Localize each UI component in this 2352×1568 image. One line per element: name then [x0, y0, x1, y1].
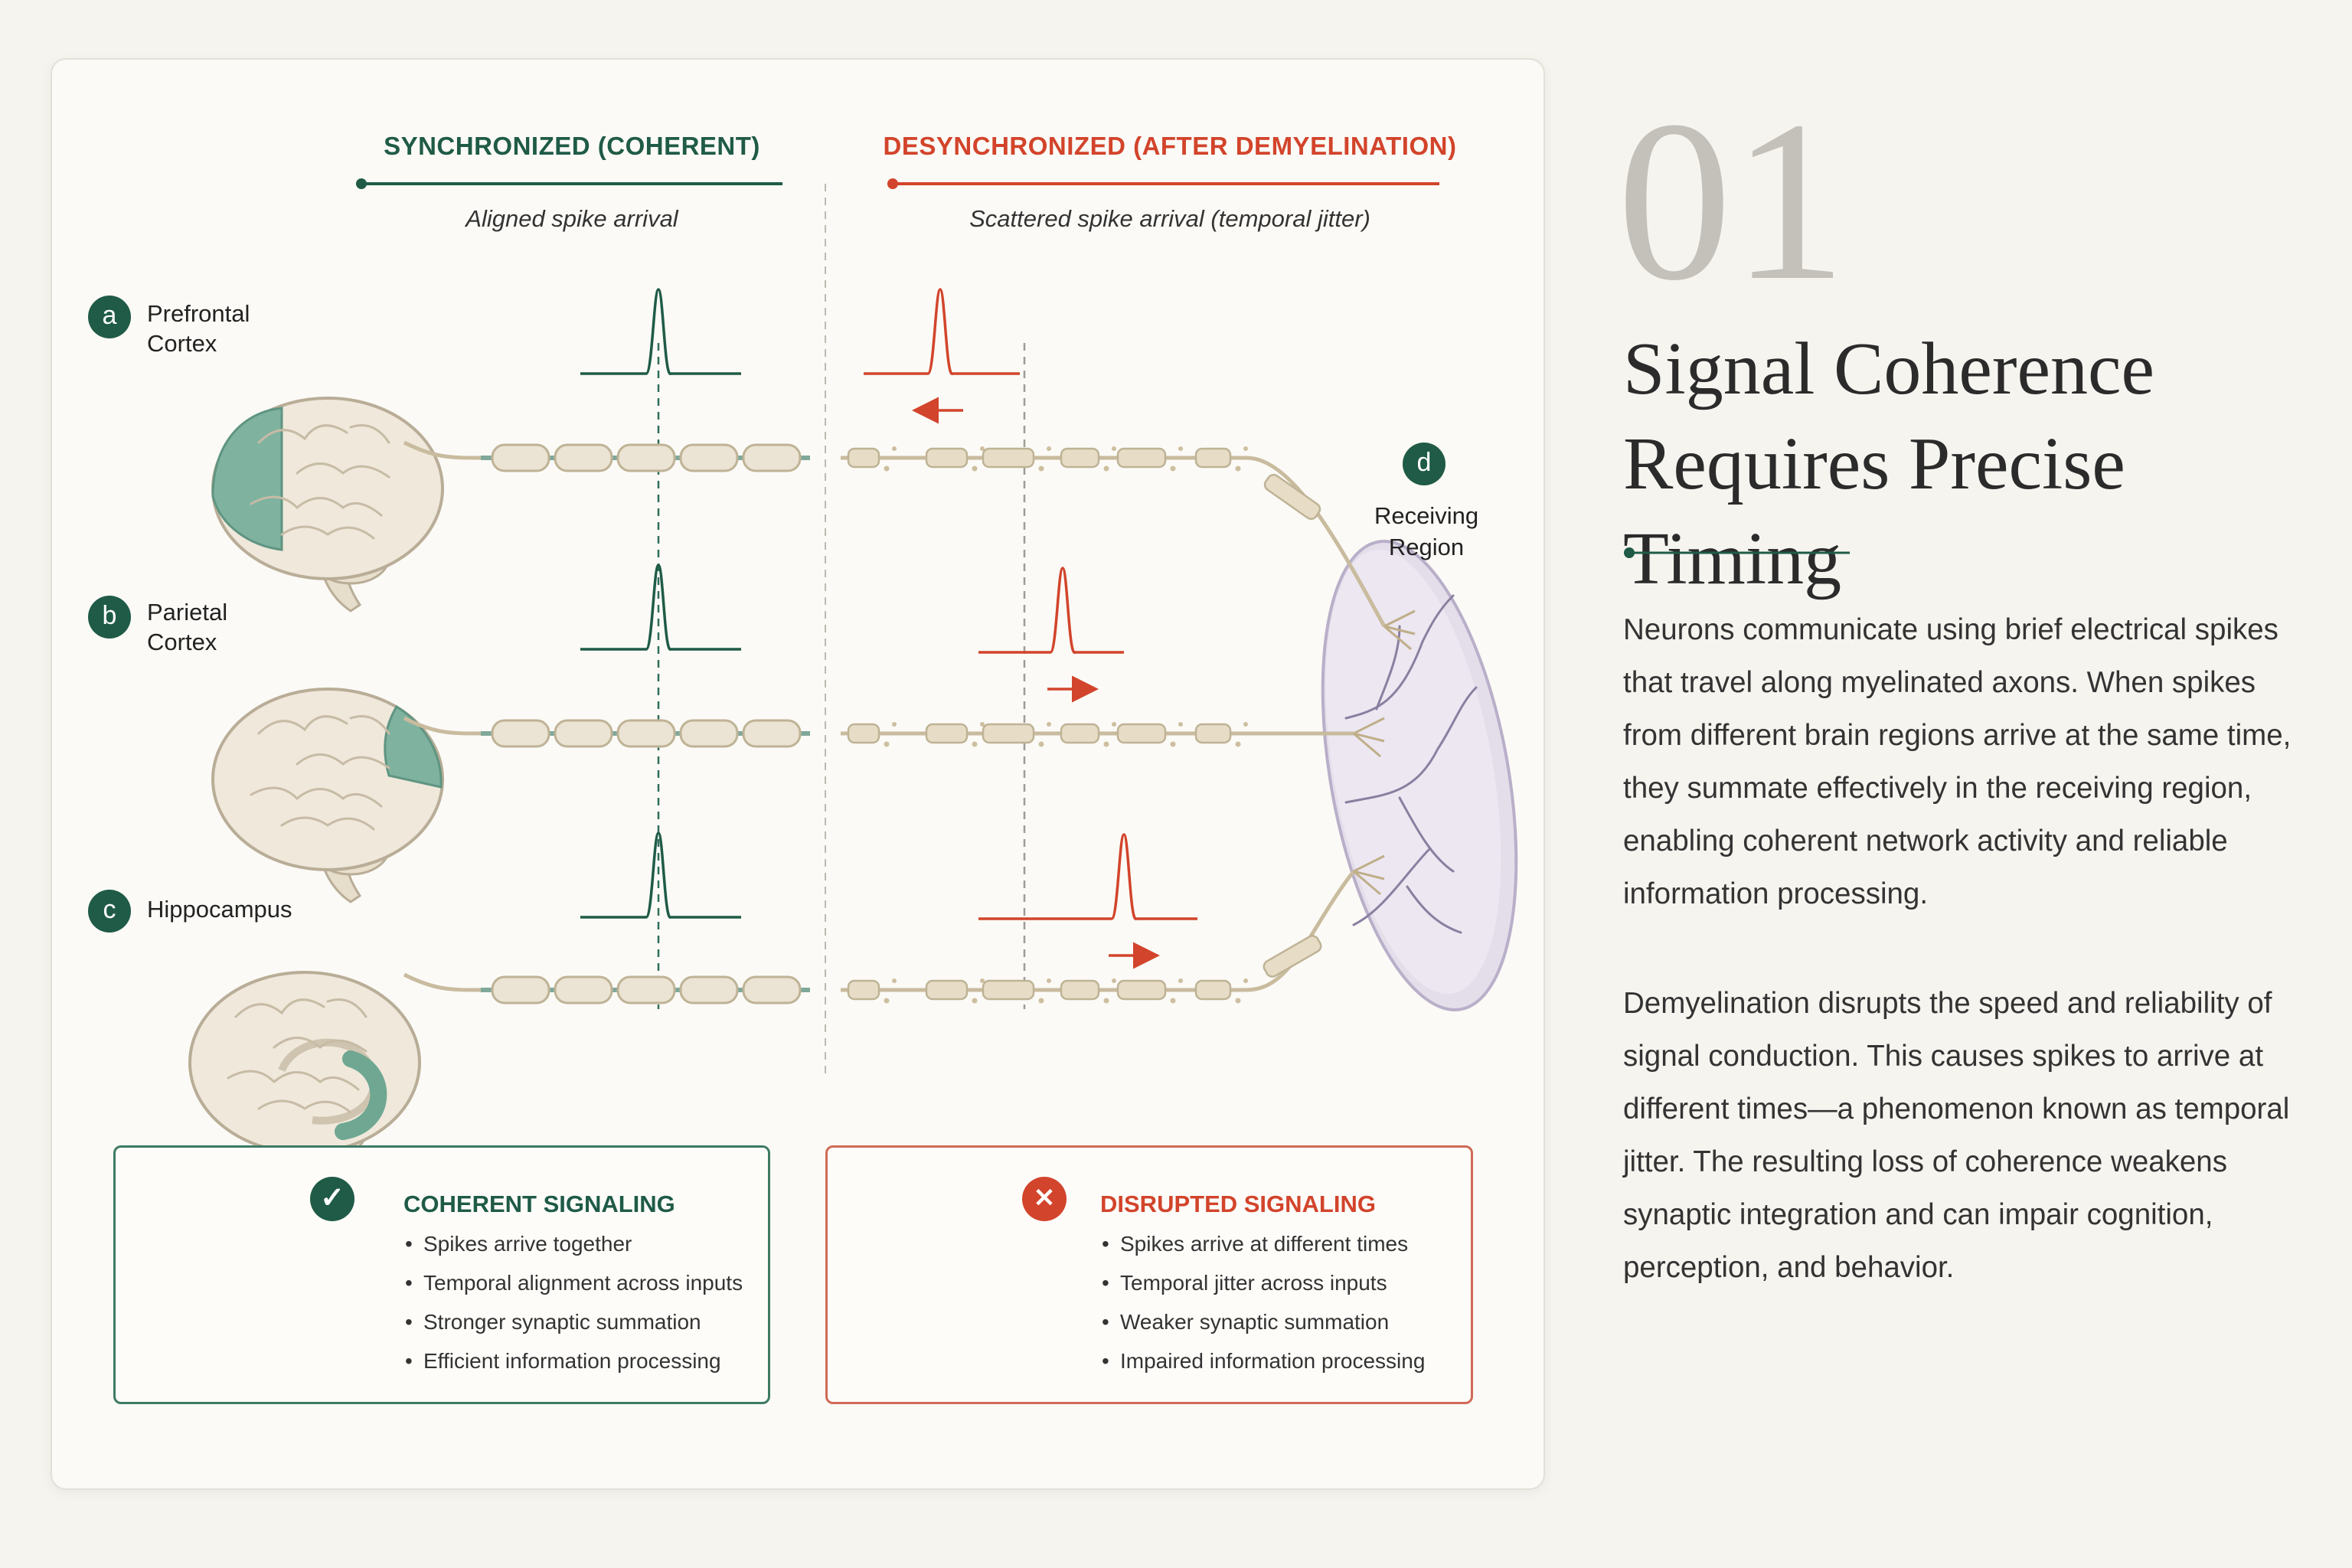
list-item: Weaker synaptic summation — [1102, 1302, 1425, 1341]
axon-pair — [403, 854, 1385, 1004]
badge-parietal: b — [88, 596, 131, 639]
disrupted-signaling-panel: ✕ DISRUPTED SIGNALING Spikes arrive at d… — [825, 1145, 1473, 1404]
coherent-panel-title: COHERENT SIGNALING — [403, 1191, 675, 1217]
brain-hippocampus-highlight-icon — [188, 971, 421, 1187]
brain-prefrontal-highlight-icon — [211, 397, 444, 612]
label-prefrontal-line1: Prefrontal — [147, 300, 250, 327]
label-parietal-line2: Cortex — [147, 629, 217, 655]
intro-paragraph: Neurons communicate using brief electric… — [1623, 613, 2292, 910]
desync-heading: DESYNCHRONIZED (AFTER DEMYELINATION) — [883, 132, 1457, 160]
spike-traces — [580, 288, 1197, 969]
desync-header-rule — [887, 178, 1439, 189]
label-prefrontal-line2: Cortex — [147, 330, 217, 357]
list-item: Efficient information processing — [405, 1341, 743, 1380]
demyelination-paragraph: Demyelination disrupts the speed and rel… — [1623, 987, 2290, 1284]
desync-subtitle: Scattered spike arrival (temporal jitter… — [969, 205, 1370, 232]
label-receiving-line2: Region — [1388, 534, 1465, 560]
label-parietal-line1: Parietal — [147, 599, 228, 626]
section-title-line2: Requires Precise Timing — [1623, 423, 2125, 600]
badge-receiving: d — [1403, 443, 1446, 485]
label-hippocampus: Hippocampus — [147, 894, 292, 924]
sync-spike-trace — [580, 831, 741, 919]
desync-spike-trace — [864, 288, 1020, 375]
badge-prefrontal: a — [88, 296, 131, 338]
label-receiving-line1: Receiving — [1374, 502, 1479, 529]
neural-timing-diagram — [136, 178, 1518, 1362]
disrupted-panel-title: DISRUPTED SIGNALING — [1100, 1191, 1376, 1217]
list-item: Temporal jitter across inputs — [1102, 1263, 1425, 1302]
brain-parietal-highlight-icon — [211, 688, 444, 903]
section-number: 01 — [1617, 74, 1847, 328]
label-hippocampus-line1: Hippocampus — [147, 896, 292, 923]
list-item: Spikes arrive together — [405, 1224, 743, 1263]
axon-pair — [403, 440, 1416, 651]
diagram-card: SYNCHRONIZED (COHERENT) Aligned spike ar… — [51, 58, 1545, 1490]
label-prefrontal: Prefrontal Cortex — [147, 299, 250, 358]
section-title: Signal Coherence Requires Precise Timing — [1623, 322, 2335, 606]
desync-spike-trace — [978, 567, 1124, 654]
check-icon: ✓ — [310, 1177, 354, 1221]
axon-illustrations — [403, 440, 1416, 1004]
sync-spike-trace — [580, 288, 741, 375]
label-receiving: Receiving Region — [1354, 500, 1499, 563]
coherent-signaling-panel: ✓ COHERENT SIGNALING Spikes arrive toget… — [113, 1145, 770, 1404]
sync-subtitle: Aligned spike arrival — [466, 205, 678, 232]
brain-illustrations — [188, 397, 444, 1187]
coherent-panel-list: Spikes arrive together Temporal alignmen… — [403, 1224, 743, 1380]
badge-hippocampus: c — [88, 890, 131, 933]
receiving-region — [1321, 540, 1518, 1011]
section-title-line1: Signal Coherence — [1623, 328, 2154, 410]
list-item: Spikes arrive at different times — [1102, 1224, 1425, 1263]
list-item: Temporal alignment across inputs — [405, 1263, 743, 1302]
disrupted-panel-list: Spikes arrive at different times Tempora… — [1100, 1224, 1425, 1380]
title-underline — [1624, 547, 1850, 558]
desync-spike-trace — [978, 833, 1197, 920]
axon-pair — [403, 716, 1385, 758]
sync-header-rule — [356, 178, 782, 189]
label-parietal: Parietal Cortex — [147, 597, 227, 657]
sync-heading: SYNCHRONIZED (COHERENT) — [384, 132, 760, 160]
list-item: Stronger synaptic summation — [405, 1302, 743, 1341]
sync-spike-trace — [580, 564, 741, 651]
list-item: Impaired information processing — [1102, 1341, 1425, 1380]
x-icon: ✕ — [1022, 1177, 1067, 1221]
